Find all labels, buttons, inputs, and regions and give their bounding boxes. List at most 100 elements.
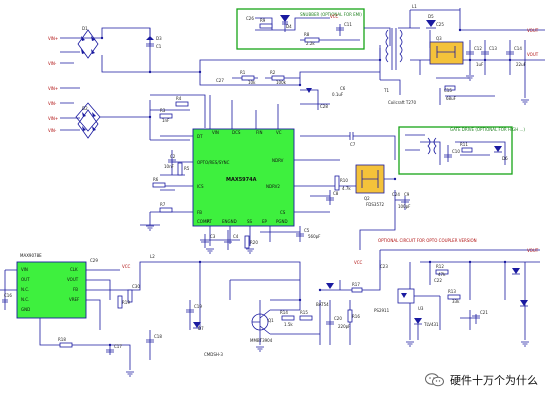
part-q2: FDS3572 [366,202,385,207]
label-r3: R3 [160,108,166,113]
ic-pin-ep: EP [262,219,268,224]
label-c22: C22 [434,278,442,283]
value-c2: 10nF [164,164,175,169]
ic-pin-fin: FIN [256,130,262,135]
value-r12: 47k [438,272,446,277]
label-r8: R8 [304,32,310,37]
label-c27: C27 [216,78,224,83]
label-c25: C25 [436,22,444,27]
part-t1: Coilcraft T270 [388,100,416,105]
label-r18: R18 [58,337,66,342]
label-c6: C6 [340,86,346,91]
optional-circuit-banner: OPTIONAL CIRCUIT FOR OPTO COUPLER VERSIO… [378,238,477,243]
value-c5: 560pF [308,234,321,239]
terminal-vout-1: VOUT [527,28,539,33]
value-c15: 68uF [446,96,457,101]
snubber-banner: SNUBBER (OPTIONAL FOR EMI) [300,12,362,17]
terminal-vcc-3: VCC [354,260,363,265]
label-r2: R2 [270,70,276,75]
terminal-vin-5: VIN+ [48,116,58,121]
max5974a-ic [192,128,295,227]
bridge-rectifier-top [60,27,154,73]
value-c12: 1uF [476,62,484,67]
label-c12: C12 [474,46,482,51]
gate-drive-banner: GATE DRIVE (OPTIONAL FOR HIGH ...) [450,127,525,132]
label-c17: C17 [114,344,122,349]
secondary-ic: MAX9078E VIN OUT N.C. N.C. GND CLK VOUT … [0,253,170,370]
label-r7: R7 [160,202,166,207]
part-opto: PS2911 [374,308,390,313]
value-c9: 100pF [398,204,411,209]
ic-pin-ss: SS [247,219,253,224]
label-r19: R19 [122,300,130,305]
label-c9: C9 [404,192,410,197]
label-c4: C4 [233,234,239,239]
label-c11: C11 [344,22,352,27]
part-tlv431: TLV431 [423,322,439,327]
ic2-pin-vref: VREF [69,297,80,302]
label-c19: C19 [194,304,202,309]
ic-pin-dcs: DCS [232,130,241,135]
label-c13: C13 [489,46,497,51]
ic-pin-ics: ICS [197,184,204,189]
label-c1: C1 [156,44,162,49]
label-c2: C2 [170,154,176,159]
label-c8: C8 [333,191,339,196]
ic2-pin-vout: VOUT [67,277,79,282]
optional-opto-section [379,249,540,340]
label-r6: R6 [153,177,159,182]
label-r5: R5 [184,166,190,171]
ic-pin-pgnd: PGND [276,219,288,224]
label-r11: R11 [460,142,468,147]
part-d7: CMDSH-3 [204,352,223,357]
label-c30: C30 [132,284,140,289]
label-c14: C14 [514,46,522,51]
label-c21: C21 [480,310,488,315]
value-r14: 1.5k [284,322,293,327]
ic-main-name: MAX5974A [226,177,257,183]
max9078e-ic [16,261,87,319]
label-r9: R9 [260,18,266,23]
ic-pin-vin: VIN [212,130,219,135]
terminal-vcc-2: VCC [122,264,131,269]
terminal-vout-3: VOUT [527,248,539,253]
label-d2: D2 [82,106,88,111]
wechat-icon [425,373,445,387]
label-c3: C3 [210,234,216,239]
ic-pin-cs: CS [280,210,286,215]
label-c15: C15 [444,88,452,93]
label-q3: Q3 [436,36,442,41]
mid-green-gate-drive [398,126,513,175]
terminal-vcc-1: VCC [330,14,339,19]
label-r14: R14 [280,310,288,315]
value-c20: 220pF [338,324,351,329]
right-power-stage [300,132,410,250]
label-d3: D3 [156,36,162,41]
ic-pin-dt: DT [197,134,203,139]
terminal-vin-3: VIN+ [48,86,58,91]
label-r10: R10 [340,178,348,183]
ic-pin-opto: OPTO/RES/SYNC [197,160,230,165]
ic2-pin-out: OUT [21,277,30,282]
label-l2: L2 [150,254,155,259]
ic-pin-ndrv2: NDRV2 [266,184,280,189]
left-support-parts [140,101,304,250]
label-c5: C5 [304,228,310,233]
ic2-pin-fb: FB [73,287,78,292]
ic2-pin-gnd: GND [21,307,30,312]
label-c16: C16 [4,293,12,298]
label-c23: C23 [380,264,388,269]
ic2-pin-nc1: N.C. [21,287,29,292]
ic-pin-ndrv: NDRV [272,158,284,163]
value-c14: 22uF [516,62,527,67]
junction-dots [100,28,512,347]
label-c24: C24 [392,192,400,197]
label-c28: C28 [320,104,328,109]
label-r1: R1 [240,70,246,75]
label-r17: R17 [352,282,360,287]
ground-symbols [126,75,529,377]
label-c29: C29 [90,258,98,263]
value-r8: 2.2k [306,41,315,46]
